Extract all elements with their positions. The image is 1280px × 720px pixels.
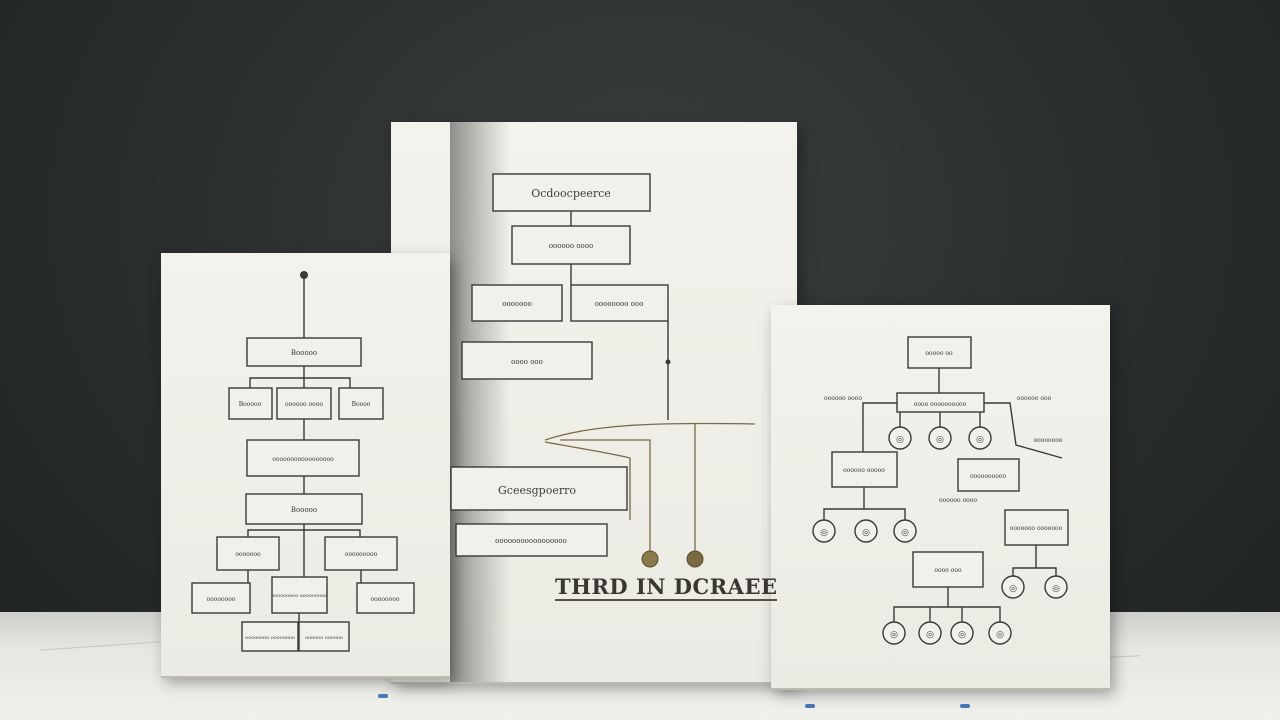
svg-text:Boooo: Boooo	[352, 401, 371, 408]
svg-text:ooooo oo: ooooo oo	[925, 350, 953, 357]
svg-text:oooooo oooo: oooooo oooo	[824, 395, 862, 402]
svg-text:◎: ◎	[862, 528, 870, 538]
svg-text:◎: ◎	[996, 630, 1004, 640]
svg-text:oooooo oooooo: oooooo oooooo	[305, 635, 343, 641]
center-box-left	[471, 284, 563, 322]
svg-text:◎: ◎	[926, 630, 934, 640]
center-box-mid	[461, 341, 593, 380]
center-flowchart: Ocdoocpeerce oooooo oooo ooooooo ooooooo…	[450, 173, 756, 568]
center-wide-box	[450, 466, 628, 511]
svg-text:oooooo ooooo: oooooo ooooo	[843, 467, 885, 474]
center-wide-box-label: Gceesgpoerro	[498, 484, 576, 497]
gold-node-1	[641, 550, 659, 568]
svg-text:Booooo: Booooo	[291, 506, 317, 514]
svg-text:◎: ◎	[896, 435, 904, 445]
center-box-left-label: ooooooo	[502, 300, 532, 308]
svg-text:ooooooo: ooooooo	[235, 551, 261, 558]
svg-text:◎: ◎	[1052, 584, 1060, 594]
svg-text:ooooooooooooooooo: ooooooooooooooooo	[272, 456, 334, 463]
gold-node-2	[686, 550, 704, 568]
right-top-box	[907, 336, 972, 369]
center-box-right	[570, 284, 669, 322]
left-mid-box	[246, 439, 360, 477]
cast-shadow	[450, 122, 510, 682]
left-top-box-label: Booooo	[291, 349, 317, 357]
svg-text:oooooo oooo: oooooo oooo	[939, 497, 977, 504]
left-lower-box	[245, 493, 363, 525]
svg-text:oooo ooo: oooo ooo	[934, 567, 962, 574]
svg-text:oooooo oooo: oooooo oooo	[285, 401, 323, 408]
center-box-2	[511, 225, 631, 265]
svg-text:oooooo ooo: oooooo ooo	[1017, 395, 1052, 402]
right-lower-right-box	[1004, 509, 1069, 546]
right-diagram-sheet	[771, 305, 1110, 688]
svg-text:Booooo: Booooo	[239, 401, 262, 408]
svg-text:◎: ◎	[976, 435, 984, 445]
svg-text:ooooooooo ooooooooo: ooooooooo ooooooooo	[271, 593, 327, 599]
svg-text:oooooooo: oooooooo	[207, 596, 236, 603]
svg-text:◎: ◎	[890, 630, 898, 640]
svg-text:oooooooo: oooooooo	[371, 596, 400, 603]
left-start-node	[300, 271, 308, 279]
svg-text:oooooooo: oooooooo	[1034, 437, 1063, 444]
center-bottom-box-label: ooooooooooooooooo	[495, 537, 567, 545]
center-box-mid-label: oooo ooo	[511, 358, 543, 366]
center-sheet-title: THRD IN DCRAEE	[555, 574, 778, 601]
center-box-2-label: oooooo oooo	[549, 242, 593, 250]
svg-text:oooooooo oooooooo: oooooooo oooooooo	[245, 635, 295, 641]
left-flowchart: Booooo Booooo oooooo oooo Boooo oooooooo…	[191, 271, 415, 652]
right-left-box	[831, 451, 898, 488]
left-top-box	[246, 337, 362, 367]
svg-text:◎: ◎	[901, 528, 909, 538]
svg-text:◎: ◎	[958, 630, 966, 640]
svg-text:oooooooooo: oooooooooo	[970, 473, 1007, 480]
center-top-box-label: Ocdoocpeerce	[531, 187, 611, 200]
svg-text:◎: ◎	[820, 528, 828, 538]
center-bottom-box	[455, 523, 608, 557]
svg-text:oooo oooooooooo: oooo oooooooooo	[914, 401, 967, 408]
svg-text:◎: ◎	[1009, 584, 1017, 594]
right-flowchart: ooooo oo oooo oooooooooo ◎ ◎ ◎ oooooo oo…	[812, 336, 1069, 645]
svg-text:ooooooooo: ooooooooo	[345, 551, 378, 558]
svg-text:◎: ◎	[936, 435, 944, 445]
right-right-box	[957, 458, 1020, 492]
center-box-right-label: oooooooo ooo	[595, 300, 644, 308]
svg-text:ooooooo ooooooo: ooooooo ooooooo	[1010, 525, 1063, 532]
